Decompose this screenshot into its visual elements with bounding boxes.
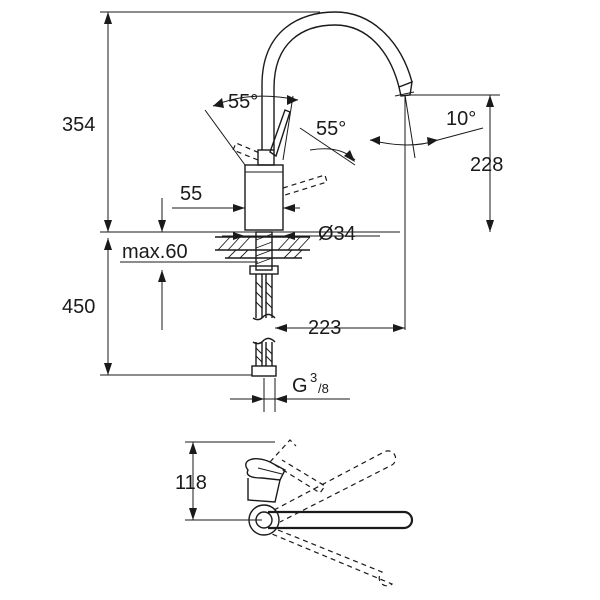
dim-lever-offset: 55 bbox=[180, 183, 202, 205]
plan-spout-swivel-left bbox=[273, 450, 397, 523]
dim-spout-height: 228 bbox=[470, 154, 503, 176]
dim-lever-angle-side: 55° bbox=[316, 118, 346, 140]
plan-body bbox=[247, 478, 281, 503]
lever-handle-rotated bbox=[282, 174, 328, 196]
plan-view: 118 bbox=[175, 439, 414, 587]
dim-body-diameter: Ø34 bbox=[318, 223, 356, 245]
spout-tip-line bbox=[394, 91, 415, 97]
dim-total-height: 354 bbox=[62, 114, 95, 136]
plan-base-ring bbox=[248, 504, 280, 536]
dim-hose-length: 450 bbox=[62, 296, 95, 318]
dim-plan-depth: 118 bbox=[175, 472, 207, 494]
dim-deck-thickness: max.60 bbox=[122, 241, 188, 263]
spout-inner bbox=[273, 24, 400, 150]
lever-handle-back bbox=[232, 142, 263, 161]
spout-outer bbox=[261, 11, 413, 150]
faucet-neck bbox=[257, 149, 275, 166]
hose-fitting bbox=[251, 365, 277, 377]
plan-spout-swivel-right bbox=[271, 529, 394, 587]
dim-spout-tilt: 10° bbox=[446, 108, 476, 130]
dim-lever-angle-top: 55° bbox=[228, 91, 258, 113]
supply-hoses bbox=[251, 274, 277, 377]
dim-thread-denominator: /8 bbox=[318, 381, 329, 396]
plan-spout bbox=[268, 510, 414, 530]
mounting-nut bbox=[249, 265, 279, 275]
side-elevation-view: 354 450 max.60 55 Ø34 55° bbox=[62, 11, 503, 412]
faucet-body bbox=[244, 164, 284, 231]
countertop-section bbox=[215, 236, 311, 259]
dim-thread-prefix: G bbox=[292, 375, 308, 397]
plan-lever bbox=[245, 458, 286, 481]
dim-spout-reach: 223 bbox=[308, 317, 341, 339]
dim-thread-numerator: 3 bbox=[310, 370, 317, 385]
